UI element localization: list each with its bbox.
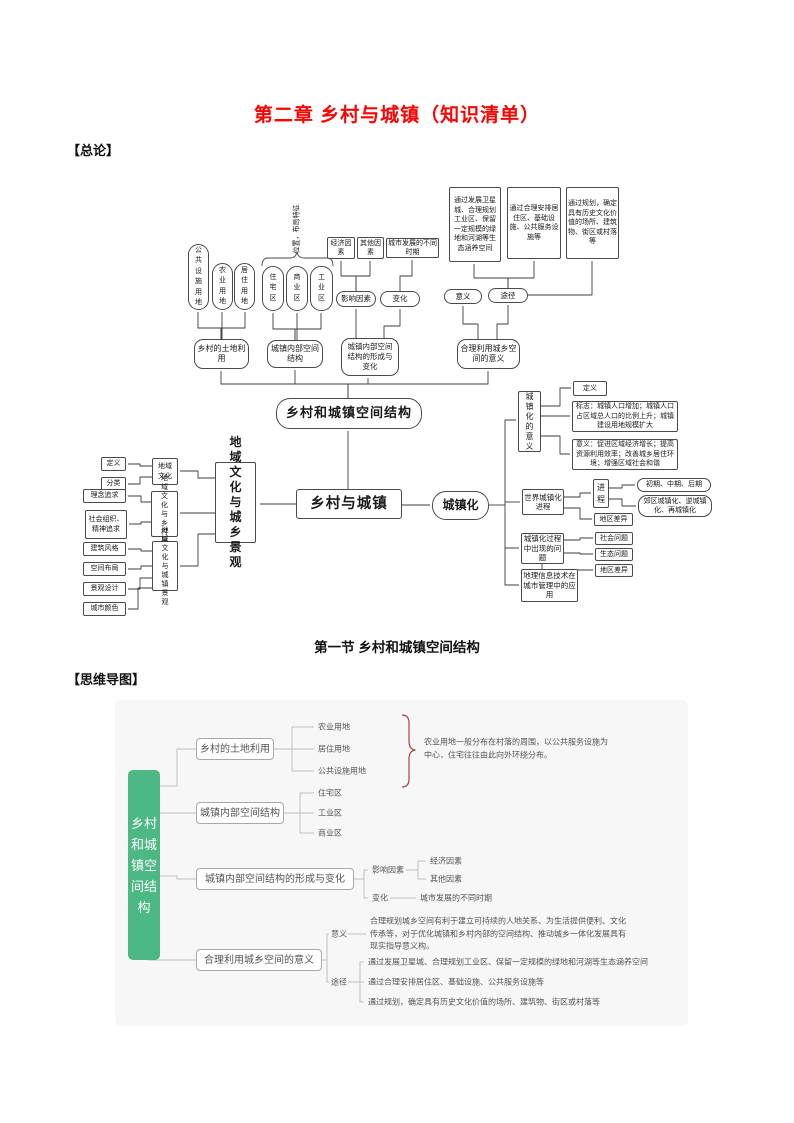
overview-connector bbox=[128, 463, 152, 467]
mindmap-connector bbox=[274, 748, 314, 772]
overview-connector bbox=[399, 260, 413, 291]
mindmap-connector bbox=[274, 726, 314, 750]
overview-connector bbox=[129, 521, 151, 525]
overview-connector bbox=[272, 313, 296, 340]
position-layout-brace-icon bbox=[261, 251, 334, 267]
overview-connector bbox=[462, 306, 479, 339]
mindmap-connector bbox=[348, 961, 364, 983]
overview-connector bbox=[128, 548, 152, 552]
overview-connector bbox=[541, 387, 571, 407]
overview-connector bbox=[294, 313, 322, 340]
overview-connector bbox=[609, 484, 635, 489]
overview-connector bbox=[128, 565, 152, 570]
page-title: 第二章 乡村与城镇（知识清单） bbox=[253, 105, 541, 126]
overview-connector bbox=[541, 435, 570, 455]
overview-connector bbox=[180, 533, 215, 567]
mindmap-connector bbox=[348, 981, 364, 1003]
overview-connector bbox=[355, 261, 371, 291]
overview-connector bbox=[128, 587, 152, 610]
overview-connector bbox=[220, 312, 246, 339]
mindmap-connector bbox=[354, 878, 368, 899]
overview-connector bbox=[496, 305, 509, 339]
mindmap-connector bbox=[322, 933, 329, 961]
mindmap-section-label: 【思维导图】 bbox=[67, 672, 146, 687]
overview-connector bbox=[504, 505, 519, 549]
mindmap-connector bbox=[322, 959, 329, 983]
overview-connector bbox=[473, 264, 509, 288]
mindmap-connector bbox=[406, 860, 426, 871]
overview-connector bbox=[128, 577, 152, 590]
overview-connector bbox=[564, 492, 591, 498]
overview-connector bbox=[347, 371, 489, 398]
section1-title: 第一节 乡村和城镇空间结构 bbox=[314, 640, 480, 655]
overview-connector bbox=[609, 498, 636, 507]
mindmap-connector bbox=[160, 748, 196, 787]
overview-section-label: 【总论】 bbox=[67, 143, 120, 158]
overview-connector bbox=[294, 370, 349, 398]
overview-connector bbox=[504, 419, 516, 505]
overview-connector bbox=[220, 371, 349, 398]
overview-connector bbox=[564, 537, 593, 541]
overview-connector bbox=[128, 476, 152, 485]
mindmap-connector bbox=[147, 958, 196, 961]
mindmap-connector bbox=[284, 812, 314, 834]
overview-connector bbox=[504, 548, 519, 586]
red-brace-icon bbox=[401, 714, 416, 788]
overview-connector bbox=[564, 507, 592, 520]
overview-connector bbox=[507, 261, 535, 288]
overview-connector bbox=[528, 261, 593, 296]
mindmap-connector bbox=[354, 869, 368, 880]
mindmap-connector bbox=[160, 875, 196, 880]
mindmap-connector bbox=[406, 869, 426, 880]
overview-connector bbox=[180, 470, 215, 479]
mindmap-connector bbox=[284, 792, 314, 814]
overview-connector bbox=[197, 312, 222, 339]
overview-connector bbox=[564, 552, 593, 555]
overview-connector bbox=[340, 261, 357, 291]
overview-connector bbox=[347, 378, 369, 398]
overview-connector bbox=[128, 495, 151, 503]
overview-connector bbox=[541, 564, 593, 571]
overview-connector bbox=[383, 309, 401, 338]
